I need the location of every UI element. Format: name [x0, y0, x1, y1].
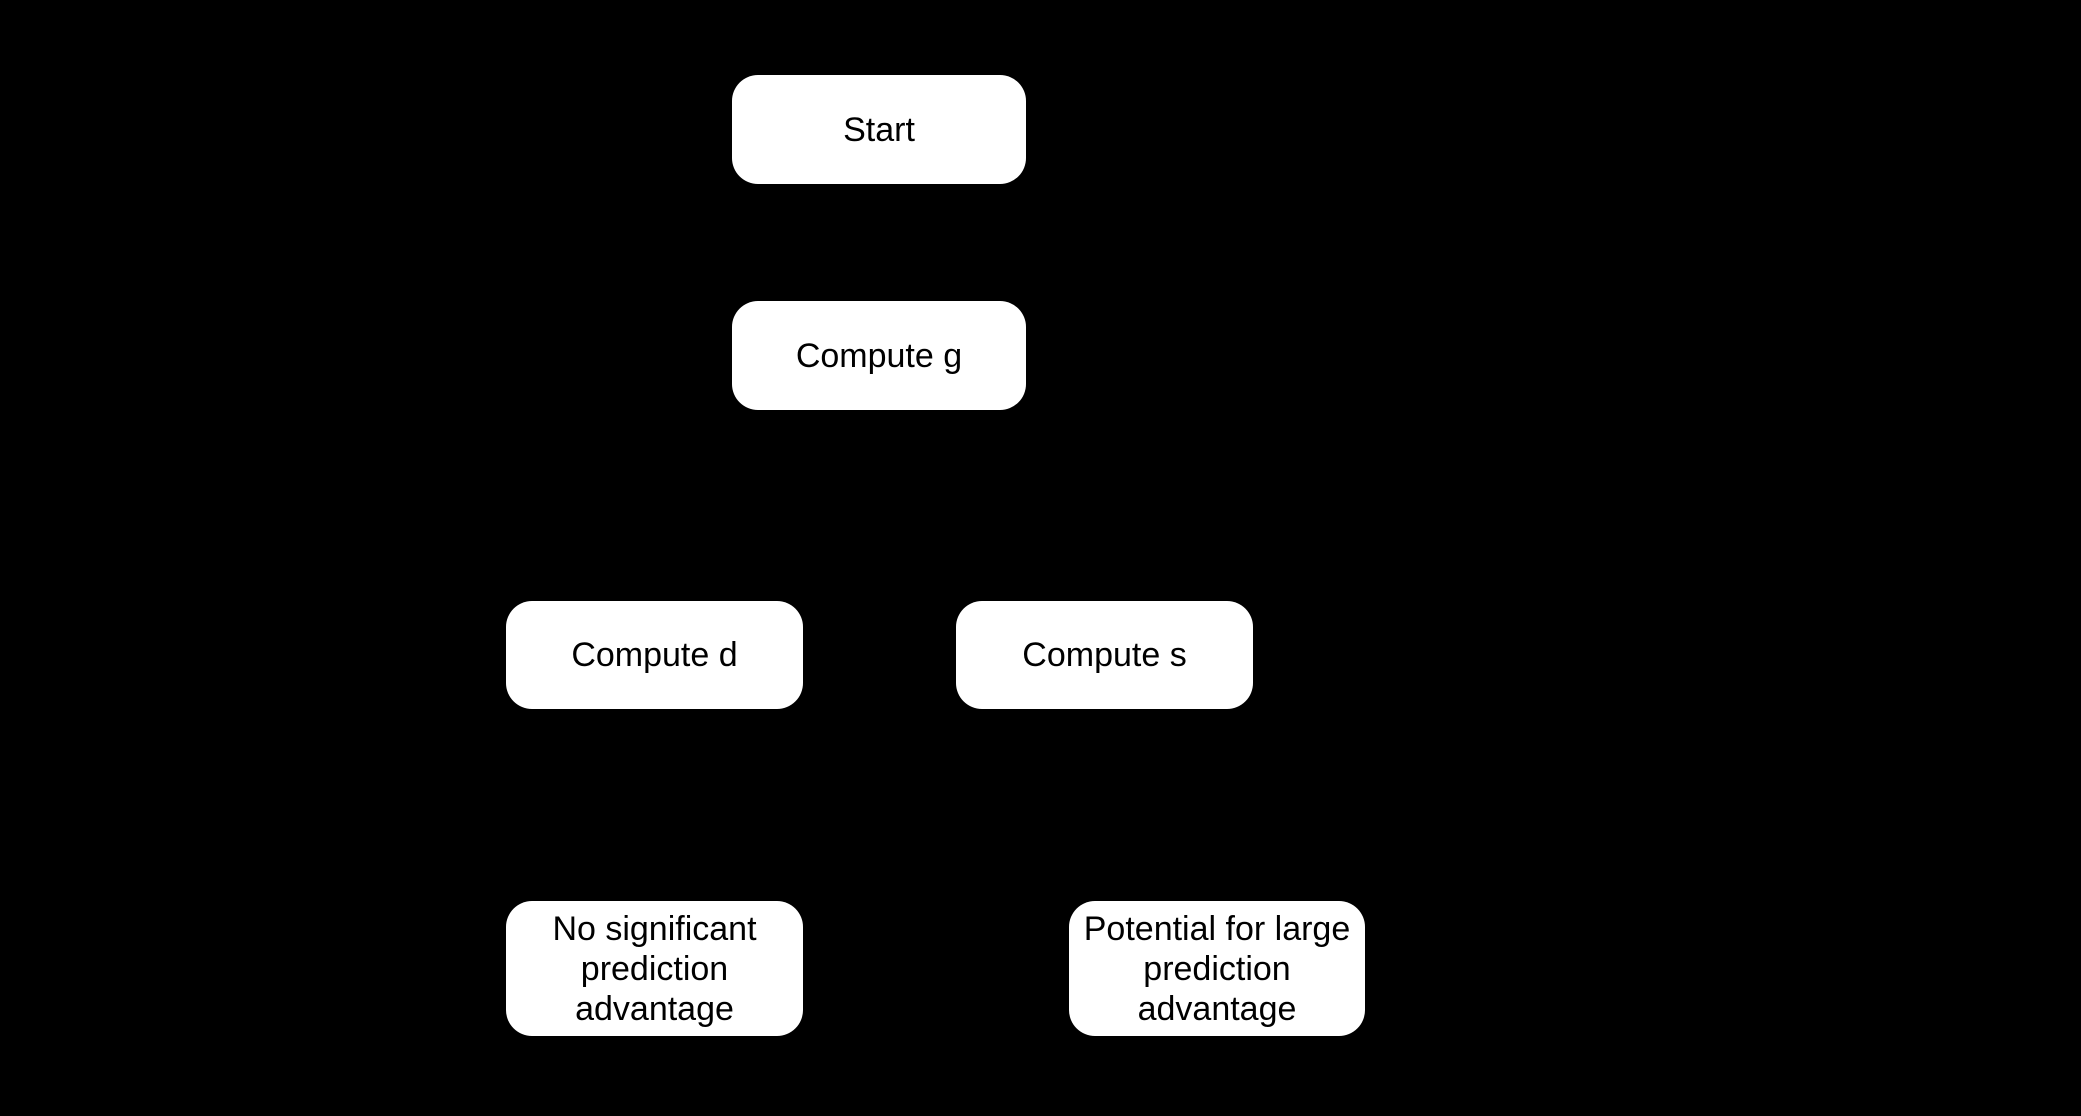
node-no-significant-advantage-line3: advantage — [575, 989, 734, 1028]
node-potential-large-advantage: Potential for large prediction advantage — [1069, 901, 1365, 1036]
node-start: Start — [732, 75, 1026, 184]
node-start-label: Start — [843, 110, 915, 149]
node-no-significant-advantage-line2: prediction — [580, 949, 729, 988]
edge-compute-g-to-compute-s — [878, 408, 1105, 598]
node-compute-s: Compute s — [956, 601, 1253, 709]
node-compute-g-label: Compute g — [795, 336, 963, 375]
node-compute-d-label: Compute d — [571, 636, 738, 674]
node-potential-large-advantage-line2: prediction — [1143, 949, 1291, 988]
node-compute-d: Compute d — [506, 601, 803, 709]
node-no-significant-advantage-line1: No significant — [552, 909, 757, 948]
node-potential-large-advantage-line1: Potential for large — [1083, 909, 1351, 948]
edge-compute-g-to-compute-d — [653, 408, 880, 598]
node-no-significant-advantage: No significant prediction advantage — [506, 901, 803, 1036]
node-compute-s-label: Compute s — [1022, 636, 1187, 674]
node-potential-large-advantage-line3: advantage — [1137, 989, 1297, 1028]
node-compute-g: Compute g — [732, 301, 1026, 410]
edge-compute-s-to-potential-large-advantage — [1102, 708, 1219, 897]
